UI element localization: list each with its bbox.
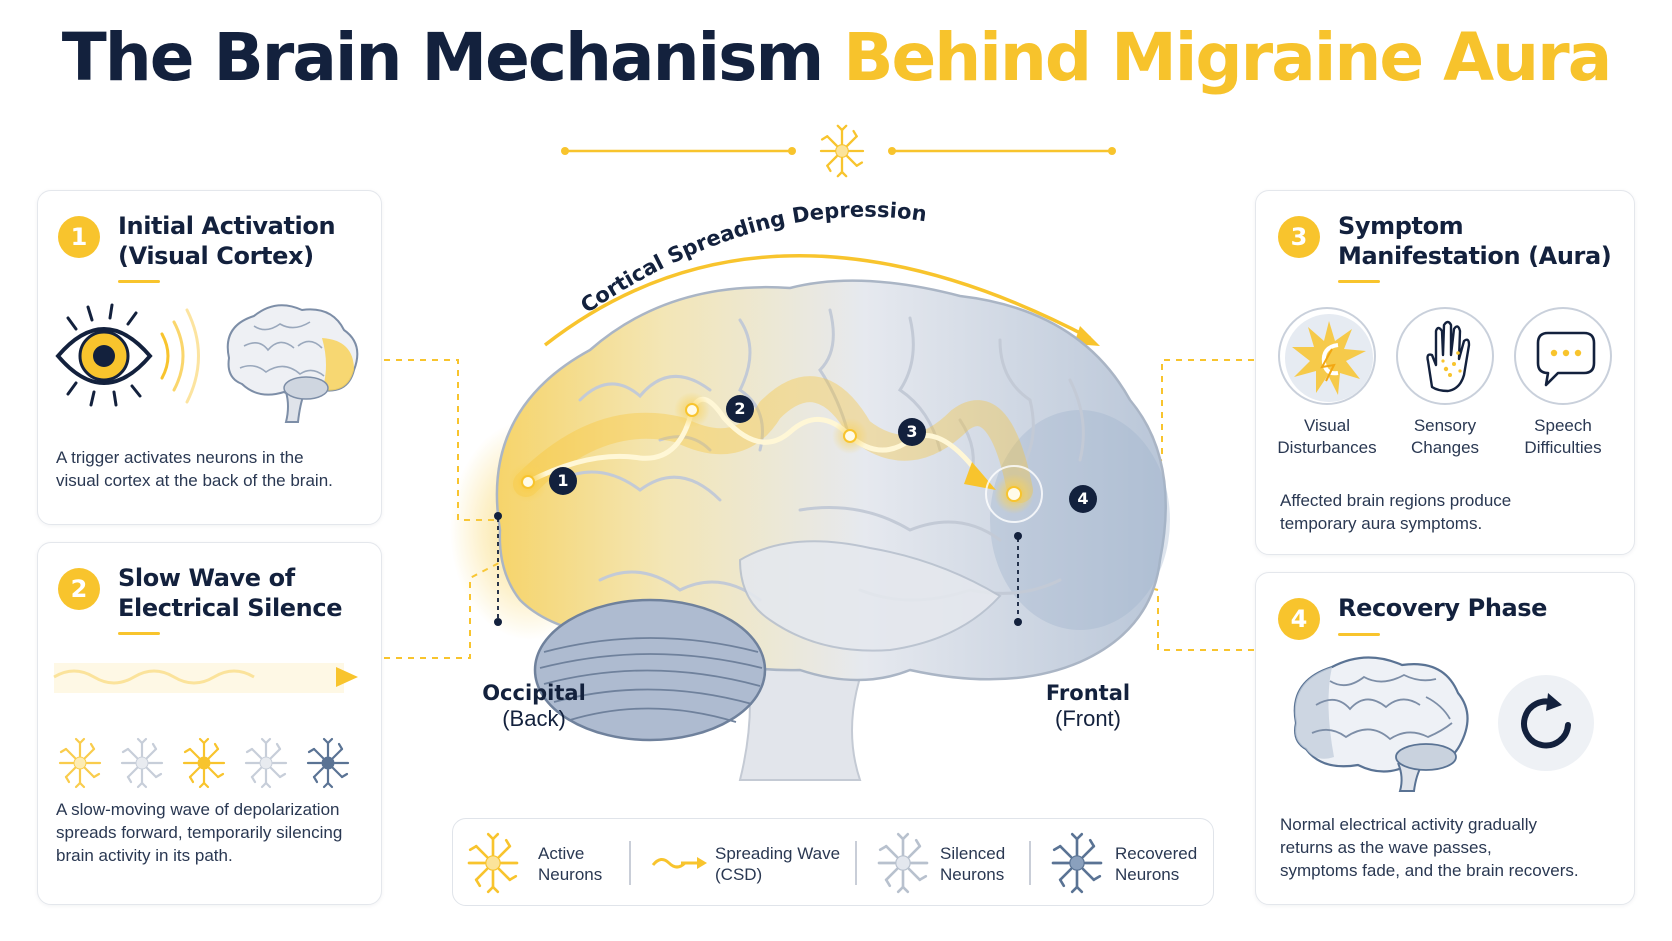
title-underline <box>118 632 160 635</box>
title-gold-part: Behind Migraine Aura <box>843 19 1612 96</box>
speech-bubble-icon <box>1536 331 1596 387</box>
step-number-badge: 1 <box>58 216 100 258</box>
step-title: Slow Wave of Electrical Silence <box>118 564 343 622</box>
occipital-label: Occipital (Back) <box>482 681 586 731</box>
step-title: Initial Activation (Visual Cortex) <box>118 212 336 270</box>
legend-label: Silenced Neurons <box>940 844 1006 884</box>
visual-disturbance-icon <box>1285 314 1373 402</box>
wave-point-2: 2 <box>726 395 754 423</box>
legend-divider <box>1029 841 1031 885</box>
sensory-changes-symptom <box>1396 307 1494 405</box>
step-description: Affected brain regions produce temporary… <box>1280 491 1512 533</box>
recovery-illustration <box>1293 656 1594 792</box>
symptom-label: Speech Difficulties <box>1524 416 1602 457</box>
silenced-neuron-icon <box>877 832 929 894</box>
wave-point-4: 4 <box>1069 485 1097 513</box>
step-title: Symptom Manifestation (Aura) <box>1338 212 1612 270</box>
eye-icon <box>55 303 153 407</box>
symptom-label: Visual Disturbances <box>1277 416 1377 457</box>
step-1-card: 1 Initial Activation (Visual Cortex) <box>37 190 382 525</box>
legend-label: Spreading Wave (CSD) <box>715 844 841 884</box>
brain-diagram: Cortical Spreading Depression <box>450 198 1170 781</box>
title-underline <box>1338 280 1380 283</box>
hand-tingling-icon <box>1426 320 1471 393</box>
step-number-badge: 2 <box>58 568 100 610</box>
visual-disturbance-symptom <box>1278 307 1376 405</box>
step-number-badge: 4 <box>1278 598 1320 640</box>
cerebellum <box>533 598 767 742</box>
spreading-wave-icon <box>651 857 707 869</box>
title-underline <box>118 280 160 283</box>
legend: Active Neurons Spreading Wave (CSD) Sile… <box>452 818 1214 906</box>
step-description: A trigger activates neurons in the visua… <box>56 448 333 490</box>
legend-divider <box>855 841 857 885</box>
step-description: Normal electrical activity gradually ret… <box>1280 815 1579 880</box>
location-pins <box>497 518 1019 620</box>
step-number-badge: 3 <box>1278 216 1320 258</box>
frontal-label: Frontal (Front) <box>1045 681 1131 731</box>
refresh-icon <box>1498 675 1594 771</box>
legend-divider <box>629 841 631 885</box>
legend-label: Active Neurons <box>538 844 603 884</box>
wave-point-1: 1 <box>549 467 577 495</box>
wave-point-3: 3 <box>898 418 926 446</box>
signal-waves-icon <box>160 308 200 404</box>
symptom-label: Sensory Changes <box>1410 416 1480 457</box>
step-4-card: 4 Recovery Phase Normal electrical activ… <box>1255 572 1635 905</box>
step-3-card: 3 Symptom Manifestation (Aura) <box>1255 190 1635 555</box>
visual-trigger-illustration <box>55 303 359 423</box>
step-2-card: 2 Slow Wave of Electrical Silence A slow… <box>37 542 382 905</box>
legend-label: Recovered Neurons <box>1115 844 1198 884</box>
active-neuron-icon <box>467 832 519 894</box>
title-dark-part: The Brain Mechanism <box>61 19 824 96</box>
wave-arrow-icon <box>53 663 358 693</box>
page-title: The Brain Mechanism Behind Migraine Aura <box>0 19 1672 96</box>
wave-point-glow <box>508 392 1043 523</box>
title-underline <box>1338 633 1380 636</box>
title-ornament <box>561 124 1116 178</box>
step-description: A slow-moving wave of depolarization spr… <box>56 800 343 865</box>
wave-neuron-illustration <box>53 663 358 789</box>
brain-icon <box>1293 656 1469 792</box>
step-title: Recovery Phase <box>1338 594 1548 622</box>
brain-icon <box>226 304 359 423</box>
speech-difficulties-symptom <box>1514 307 1612 405</box>
recovered-neuron-icon <box>1051 832 1103 894</box>
